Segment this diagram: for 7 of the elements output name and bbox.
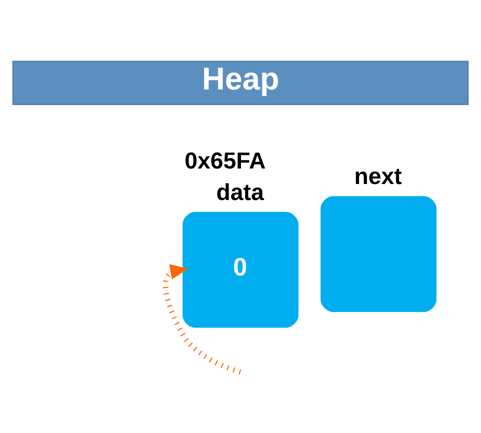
node-box: 0	[182, 211, 298, 328]
node-label: 0x65FA	[184, 146, 266, 173]
arrow	[162, 264, 242, 374]
node-box: Heap	[12, 60, 469, 104]
node-box	[320, 196, 436, 312]
node-label: data	[216, 178, 264, 204]
node-label: next	[354, 162, 402, 189]
